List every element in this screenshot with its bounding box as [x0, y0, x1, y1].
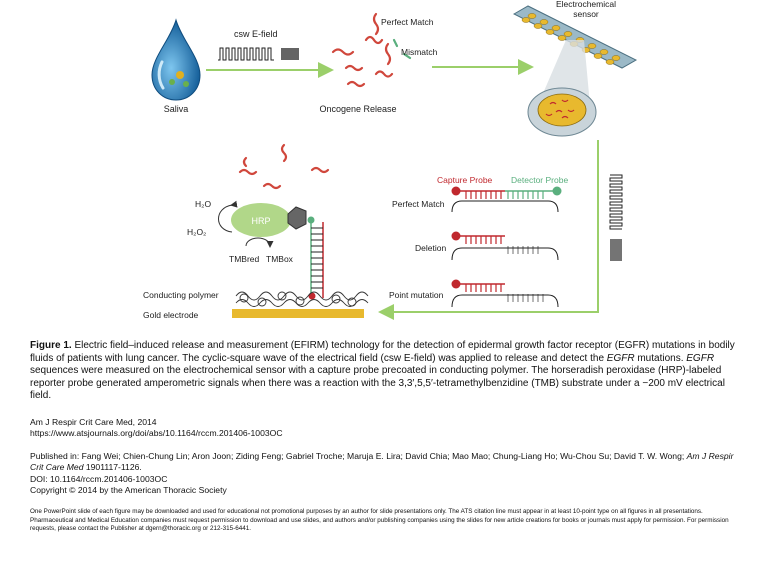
capture-probe-label: Capture Probe	[437, 175, 493, 185]
gold-electrode-label: Gold electrode	[143, 310, 199, 320]
perfect-match-label: Perfect Match	[392, 199, 445, 209]
sensor-label-line2: sensor	[573, 9, 599, 19]
vertical-waveform-icon	[609, 174, 623, 261]
usage-fineprint: One PowerPoint slide of each figure may …	[30, 508, 742, 534]
reaction-arc-icon	[218, 200, 238, 233]
sensor-label-line1: Electrochemical	[556, 0, 616, 9]
duplex-probe-icon	[307, 216, 324, 300]
csw-label: csw E-field	[234, 29, 278, 39]
figure-number: Figure 1.	[30, 340, 72, 351]
tmb-cycle-icon	[245, 237, 274, 248]
figure-diagram: Saliva csw E-field Perfect Match Mismatc…	[143, 0, 638, 320]
tmb-ox-label: TMBox	[266, 254, 294, 264]
hrp-enzyme-icon: HRP	[231, 203, 291, 237]
csw-waveform-icon	[218, 47, 299, 61]
citation-block: Am J Respir Crit Care Med, 2014 https://…	[30, 417, 742, 440]
tmb-red-label: TMBred	[229, 254, 260, 264]
conducting-polymer-icon	[235, 291, 369, 307]
oncogene-release-label: Oncogene Release	[319, 104, 396, 114]
dna-strands-icon	[331, 12, 412, 88]
sensor-chip-icon	[512, 5, 638, 69]
fineprint-text: One PowerPoint slide of each figure may …	[30, 508, 729, 533]
saliva-label: Saliva	[164, 104, 189, 114]
caption-text-1: Electric field–induced release and measu…	[30, 340, 735, 364]
publication-block: Published in: Fang Wei; Chien-Chung Lin;…	[30, 451, 742, 497]
published-authors: Published in: Fang Wei; Chien-Chung Lin;…	[30, 451, 687, 461]
citation-journal: Am J Respir Crit Care Med, 2014	[30, 417, 157, 427]
point-mutation-label: Point mutation	[389, 290, 444, 300]
h2o-label: H₂O	[195, 199, 211, 209]
published-pages: 1901117-1126.	[83, 462, 142, 473]
saliva-drop-icon	[151, 18, 201, 101]
perfect-match-legend: Perfect Match	[381, 17, 434, 27]
doi-line: DOI: 10.1164/rccm.201406-1003OC	[30, 473, 168, 484]
copyright-line: Copyright © 2014 by the American Thoraci…	[30, 485, 227, 496]
figure-caption: Figure 1. Electric field–induced release…	[30, 340, 742, 403]
hrp-label: HRP	[251, 216, 270, 226]
deletion-probe-icon	[451, 231, 559, 261]
conducting-polymer-label: Conducting polymer	[143, 290, 219, 300]
electrode-zoom-icon	[527, 87, 597, 137]
detector-probe-label: Detector Probe	[511, 175, 568, 185]
deletion-label: Deletion	[415, 243, 446, 253]
citation-url[interactable]: https://www.atsjournals.org/doi/abs/10.1…	[30, 428, 283, 439]
floating-strands-icon	[238, 143, 330, 190]
caption-egfr-1: EGFR	[606, 352, 635, 364]
mismatch-legend: Mismatch	[401, 47, 438, 57]
caption-text-2: mutations.	[634, 352, 687, 364]
caption-egfr-2: EGFR	[686, 352, 715, 364]
caption-text-3: sequences were measured on the electroch…	[30, 365, 725, 402]
return-arrow-icon	[378, 140, 599, 320]
point-mutation-probe-icon	[451, 279, 559, 308]
perfect-match-probe-icon	[451, 186, 562, 213]
antibody-icon	[287, 206, 307, 230]
gold-electrode-icon	[232, 309, 364, 318]
h2o2-label: H₂O₂	[187, 227, 206, 237]
published-journal: Am J Respir Crit Care Med	[30, 451, 734, 473]
